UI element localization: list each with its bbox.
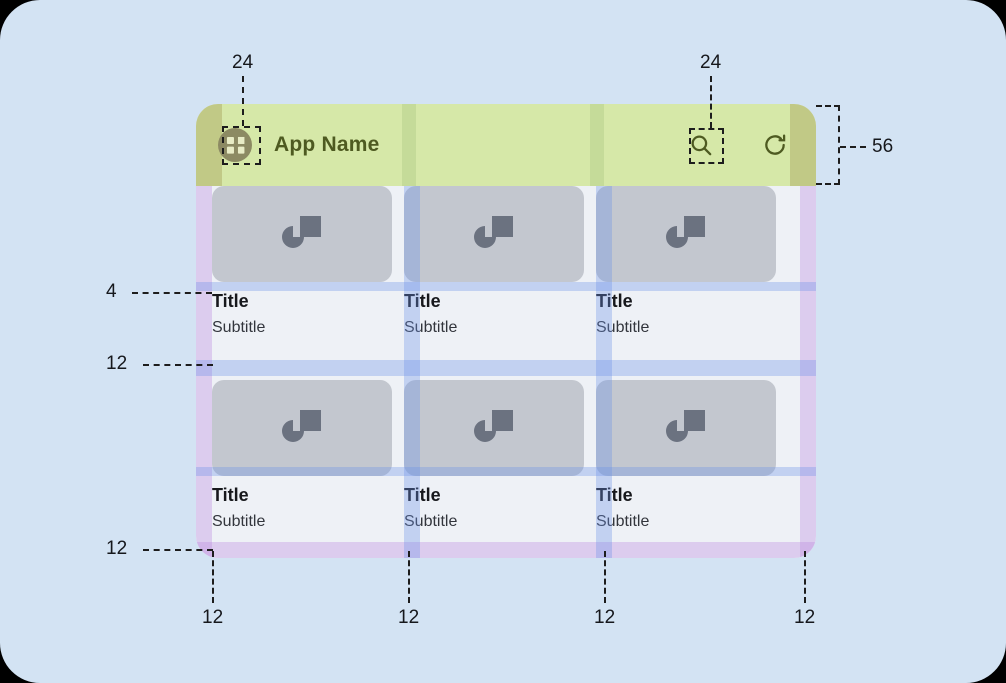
search-icon[interactable] [688,132,714,158]
annotation-bottom-gutter-2: 12 [594,607,616,628]
menu-icon-measure-box [222,126,261,165]
card-text: Title Subtitle [404,476,584,530]
appbar-left-padding-overlay [196,104,222,186]
card[interactable]: Title Subtitle [212,380,392,558]
card-title: Title [596,291,633,311]
card-text: Title Subtitle [212,476,392,530]
content-grid: Title Subtitle Title [196,186,816,558]
annotation-title-gap: 4 [106,281,117,302]
title-gap-overlay-row2 [196,467,816,476]
leader-bottom-margin [143,549,213,551]
card-title: Title [404,485,441,505]
right-margin-overlay [800,186,816,558]
search-icon-measure-box [689,128,724,164]
image-placeholder-icon [596,186,776,282]
card-grid: Title Subtitle Title [212,186,800,558]
card-title: Title [596,485,633,505]
leader-bottom-right-margin [804,551,806,603]
leader-menu-icon [242,76,244,126]
bottom-margin-overlay [196,542,816,558]
leader-title-gap [132,292,212,294]
image-placeholder-icon [212,380,392,476]
title-gap-overlay-row1 [196,282,816,291]
leader-bottom-gutter-2 [604,551,606,603]
appbar-column-divider-2 [590,104,604,186]
card-subtitle: Subtitle [212,318,266,336]
annotation-bottom-gutter-1: 12 [398,607,420,628]
card-text: Title Subtitle [596,476,776,530]
card-text: Title Subtitle [404,282,584,336]
annotation-bottom-margin: 12 [106,538,128,559]
leader-bottom-gutter-1 [408,551,410,603]
leader-appbar-height [840,146,866,148]
card-subtitle: Subtitle [404,318,458,336]
card-title: Title [404,291,441,311]
card-title: Title [212,291,249,311]
image-placeholder-icon [404,186,584,282]
image-placeholder-icon [212,186,392,282]
image-placeholder-icon [404,380,584,476]
appbar-height-bracket [816,105,840,185]
card-subtitle: Subtitle [596,318,650,336]
card-subtitle: Subtitle [596,512,650,530]
card-text: Title Subtitle [596,282,776,336]
refresh-icon[interactable] [762,132,788,158]
annotation-appbar-height: 56 [872,136,894,157]
annotation-row-gap: 12 [106,353,128,374]
annotation-bottom-left-margin: 12 [202,607,224,628]
annotation-menu-icon-size: 24 [232,52,254,73]
card-row-2: Title Subtitle Title [212,380,800,558]
leader-bottom-left-margin [212,551,214,603]
appbar-right-padding-overlay [790,104,816,186]
annotation-search-icon-size: 24 [700,52,722,73]
leader-row-gap [143,364,213,366]
card[interactable]: Title Subtitle [212,186,392,364]
card-subtitle: Subtitle [212,512,266,530]
left-margin-overlay [196,186,212,558]
card-text: Title Subtitle [212,282,392,336]
device-screen: App Name [196,104,816,558]
card[interactable]: Title Subtitle [596,380,776,558]
leader-search-icon [710,76,712,128]
card[interactable]: Title Subtitle [596,186,776,364]
row-gap-overlay [196,360,816,376]
gutter-overlay-2 [596,186,612,558]
image-placeholder-icon [596,380,776,476]
card-subtitle: Subtitle [404,512,458,530]
appbar-column-divider-1 [402,104,416,186]
card[interactable]: Title Subtitle [404,380,584,558]
gutter-overlay-1 [404,186,420,558]
annotation-bottom-right-margin: 12 [794,607,816,628]
app-bar: App Name [196,104,816,186]
card-row-1: Title Subtitle Title [212,186,800,364]
app-title: App Name [274,133,380,156]
card[interactable]: Title Subtitle [404,186,584,364]
card-title: Title [212,485,249,505]
